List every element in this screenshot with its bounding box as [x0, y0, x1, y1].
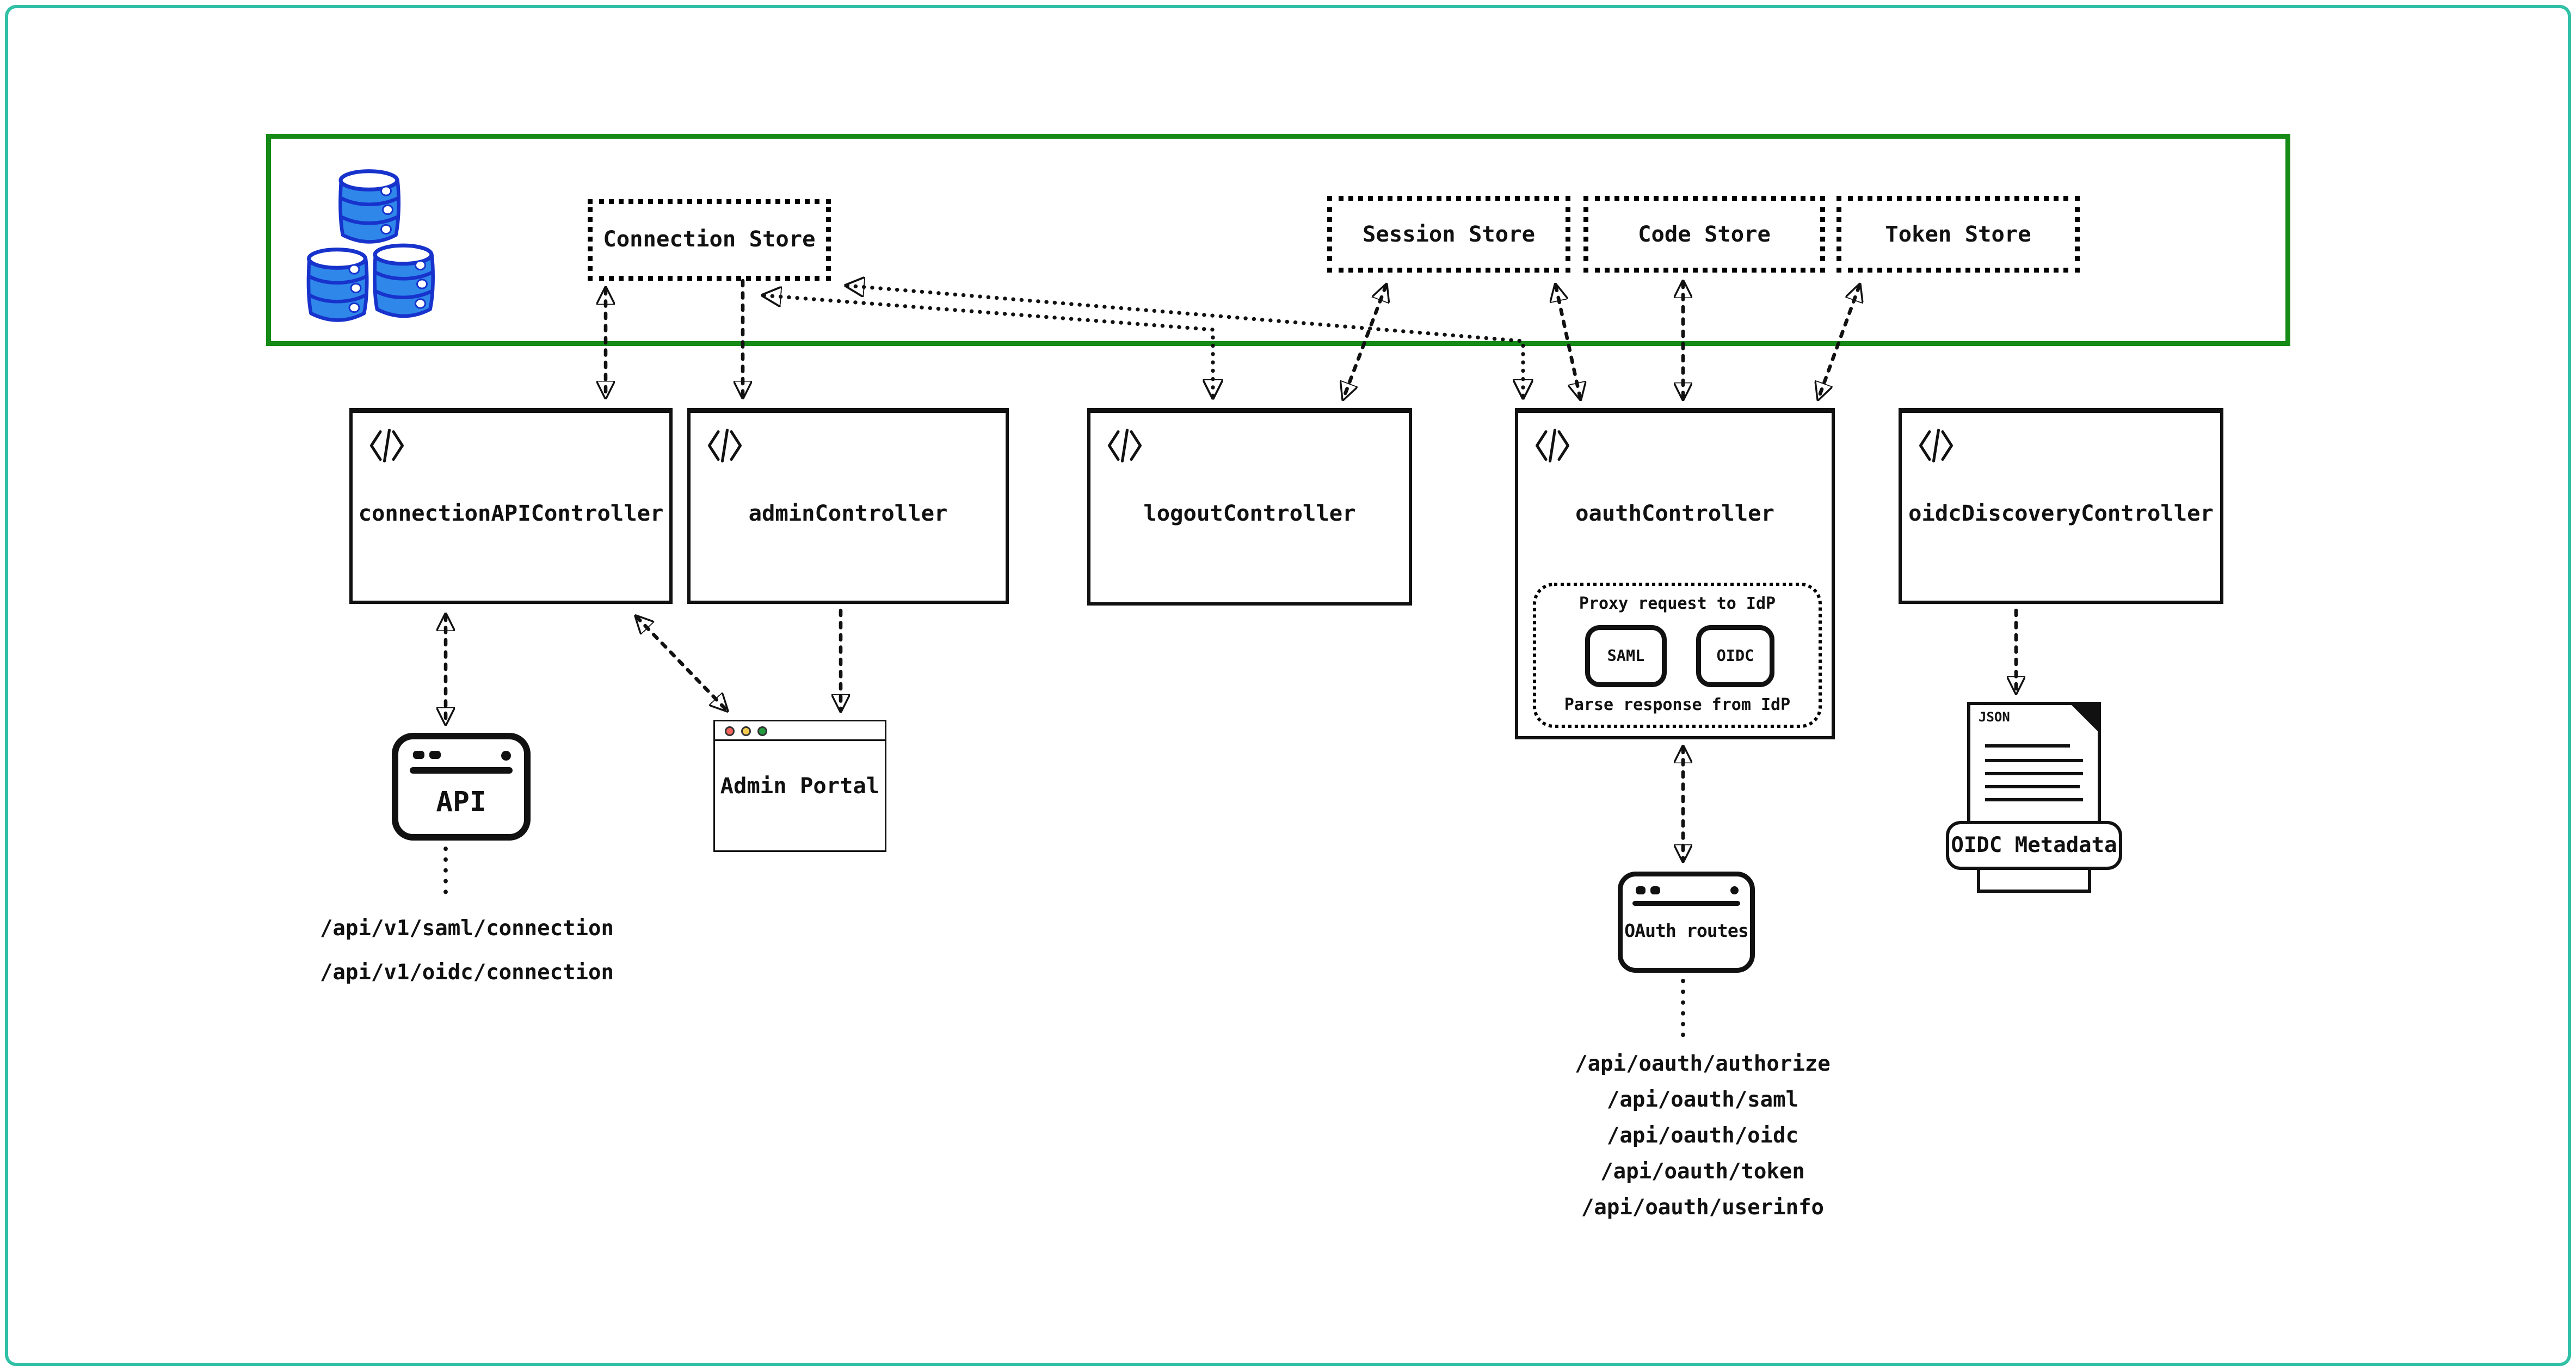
idp-proxy-box: Proxy request to IdP SAML OIDC Parse res…: [1533, 583, 1822, 728]
store-token: Token Store: [1837, 196, 2080, 273]
store-label: Session Store: [1362, 221, 1535, 248]
oauth-routes-window-icon: OAuth routes: [1618, 872, 1755, 973]
code-tag-icon: [1104, 424, 1146, 467]
doc-line: [1985, 772, 2083, 775]
doc-line: [1985, 744, 2070, 748]
protocol-label: OIDC: [1716, 647, 1754, 665]
endpoint: /api/v1/oidc/connection: [319, 961, 614, 986]
oidc-metadata-ribbon: OIDC Metadata: [1946, 821, 2122, 870]
controller-logout: logoutController: [1087, 408, 1412, 606]
proxy-bottom-label: Parse response from IdP: [1564, 697, 1791, 715]
endpoint: /api/v1/saml/connection: [319, 917, 614, 942]
code-tag-icon: [366, 424, 408, 467]
window-dot: [413, 751, 424, 759]
api-window-title: API: [436, 787, 486, 819]
admin-portal-window-icon: Admin Portal: [713, 720, 886, 852]
page-fold-icon: [2068, 702, 2101, 734]
doc-line: [1985, 798, 2083, 801]
api-browser-window-icon: API: [392, 733, 531, 841]
oauth-routes-title: OAuth routes: [1624, 921, 1749, 942]
controller-label: connectionAPIController: [358, 501, 664, 527]
controller-oidc-discovery: oidcDiscoveryController: [1899, 408, 2223, 604]
code-tag-icon: [1915, 424, 1957, 467]
api-endpoint-list: /api/v1/saml/connection /api/v1/oidc/con…: [304, 907, 630, 996]
window-dot: [429, 751, 441, 759]
store-label: Connection Store: [603, 227, 816, 253]
controller-oauth: oauthController Proxy request to IdP SAM…: [1515, 408, 1835, 739]
controller-connection-api: connectionAPIController: [349, 408, 673, 604]
controller-label: adminController: [748, 501, 948, 527]
code-tag-icon: [1531, 424, 1574, 467]
controller-label: oidcDiscoveryController: [1908, 501, 2214, 527]
doc-line: [1985, 759, 2083, 762]
store-session: Session Store: [1327, 196, 1570, 273]
json-file-tag: JSON: [1979, 710, 2010, 725]
store-label: Code Store: [1638, 221, 1771, 248]
window-dot: [1636, 886, 1646, 894]
proxy-top-label: Proxy request to IdP: [1579, 596, 1776, 614]
window-bar: [410, 767, 513, 773]
admin-portal-title: Admin Portal: [720, 774, 880, 800]
controller-label: logoutController: [1143, 501, 1356, 527]
store-connection: Connection Store: [588, 199, 831, 281]
traffic-light-red: [725, 726, 735, 736]
store-label: Token Store: [1885, 221, 2031, 248]
controller-label: oauthController: [1575, 501, 1774, 527]
protocol-saml: SAML: [1585, 625, 1667, 687]
protocol-oidc: OIDC: [1696, 625, 1774, 687]
store-code: Code Store: [1583, 196, 1825, 273]
controller-admin: adminController: [687, 408, 1009, 604]
window-dot: [1650, 886, 1660, 894]
window-bar: [1632, 900, 1740, 905]
doc-line: [1985, 785, 2080, 788]
endpoint: /api/oauth/userinfo: [1581, 1196, 1825, 1221]
database-barrels-icon: [304, 165, 437, 323]
traffic-light-yellow: [741, 726, 751, 736]
endpoint: /api/oauth/saml: [1606, 1089, 1799, 1113]
window-dot: [1729, 885, 1739, 894]
outer-frame: [5, 5, 2571, 1366]
oauth-endpoint-list: /api/oauth/authorize /api/oauth/saml /ap…: [1539, 1048, 1866, 1227]
endpoint: /api/oauth/oidc: [1606, 1125, 1799, 1149]
traffic-light-green: [757, 726, 767, 736]
protocol-label: SAML: [1607, 647, 1645, 665]
window-titlebar: [715, 721, 885, 741]
endpoint: /api/oauth/authorize: [1575, 1053, 1831, 1077]
oidc-metadata-label: OIDC Metadata: [1951, 833, 2117, 858]
endpoint: /api/oauth/token: [1600, 1160, 1805, 1185]
window-dot: [501, 750, 511, 760]
code-tag-icon: [704, 424, 746, 467]
